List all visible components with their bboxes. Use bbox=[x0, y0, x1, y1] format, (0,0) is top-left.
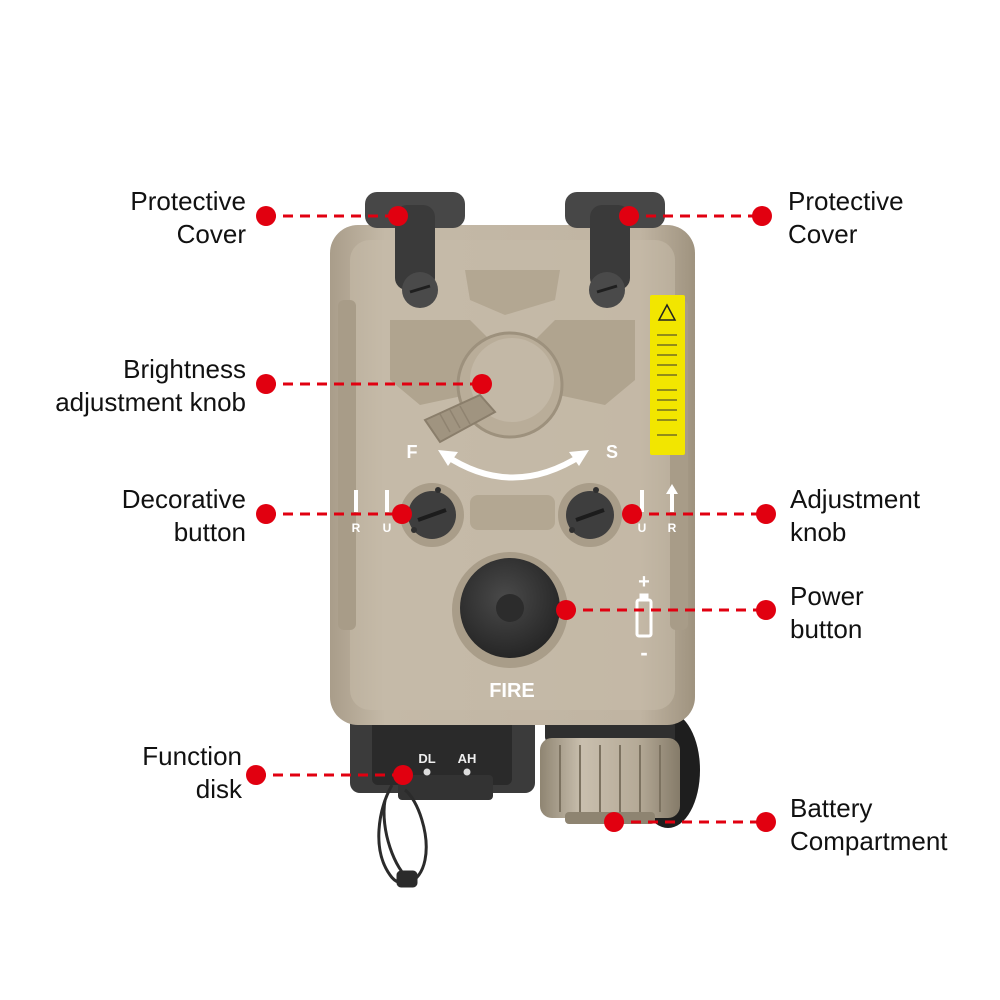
decorative-button bbox=[400, 483, 464, 547]
dot-battery-compartment bbox=[756, 812, 776, 832]
label-decorative-button: Decorative button bbox=[121, 484, 246, 547]
dot-protective-cover-right bbox=[752, 206, 772, 226]
s-label: S bbox=[606, 442, 618, 462]
u-label-right: U bbox=[638, 521, 647, 535]
dot-protective-cover-left-anchor bbox=[388, 206, 408, 226]
lanyard-cord bbox=[377, 784, 428, 888]
dot-protective-cover-right-anchor bbox=[619, 206, 639, 226]
brightness-adjustment-knob bbox=[423, 331, 564, 444]
callout-leaders bbox=[256, 214, 766, 824]
dot-brightness-knob bbox=[256, 374, 276, 394]
plus-label: + bbox=[638, 571, 650, 593]
left-engravings: R U bbox=[352, 490, 392, 535]
fire-label: FIRE bbox=[489, 680, 535, 702]
dot-battery-compartment-anchor bbox=[604, 812, 624, 832]
label-protective-cover-right: Protective Cover bbox=[788, 186, 904, 249]
arrow-up-icon bbox=[666, 484, 678, 494]
dot-power-button-anchor bbox=[556, 600, 576, 620]
right-engravings: U R bbox=[638, 484, 678, 535]
label-battery-compartment: Battery Compartment bbox=[790, 793, 948, 856]
u-label-left: U bbox=[383, 521, 392, 535]
adjustment-knob bbox=[558, 483, 622, 547]
label-protective-cover-left: Protective Cover bbox=[130, 186, 246, 249]
battery-compartment bbox=[540, 715, 680, 824]
ah-label: AH bbox=[458, 751, 477, 766]
label-brightness-knob: Brightness adjustment knob bbox=[55, 354, 246, 417]
dot-decorative-button bbox=[256, 504, 276, 524]
arc-arrow-icon bbox=[438, 450, 589, 481]
dot-adjustment-knob-anchor bbox=[622, 504, 642, 524]
callout-dots bbox=[246, 206, 776, 832]
f-label: F bbox=[407, 442, 418, 462]
ah-indicator-dot bbox=[463, 768, 471, 776]
minus-label: - bbox=[640, 640, 647, 665]
label-function-disk: Function disk bbox=[142, 741, 242, 804]
r-label-right: R bbox=[668, 521, 677, 535]
dl-indicator-dot bbox=[423, 768, 431, 776]
dot-function-disk-anchor bbox=[393, 765, 413, 785]
laser-warning-label-icon bbox=[650, 295, 685, 455]
power-button bbox=[452, 552, 568, 668]
dot-function-disk bbox=[246, 765, 266, 785]
label-adjustment-knob: Adjustment knob bbox=[790, 484, 921, 547]
dot-power-button bbox=[756, 600, 776, 620]
dot-decorative-button-anchor bbox=[392, 504, 412, 524]
battery-icon bbox=[635, 593, 653, 638]
dot-brightness-knob-anchor bbox=[472, 374, 492, 394]
dl-label: DL bbox=[418, 751, 435, 766]
dot-adjustment-knob bbox=[756, 504, 776, 524]
protective-cover-right bbox=[565, 192, 665, 308]
dot-protective-cover-left bbox=[256, 206, 276, 226]
r-label-left: R bbox=[352, 521, 361, 535]
protective-cover-left bbox=[365, 192, 465, 308]
label-power-button: Power button bbox=[790, 581, 864, 644]
